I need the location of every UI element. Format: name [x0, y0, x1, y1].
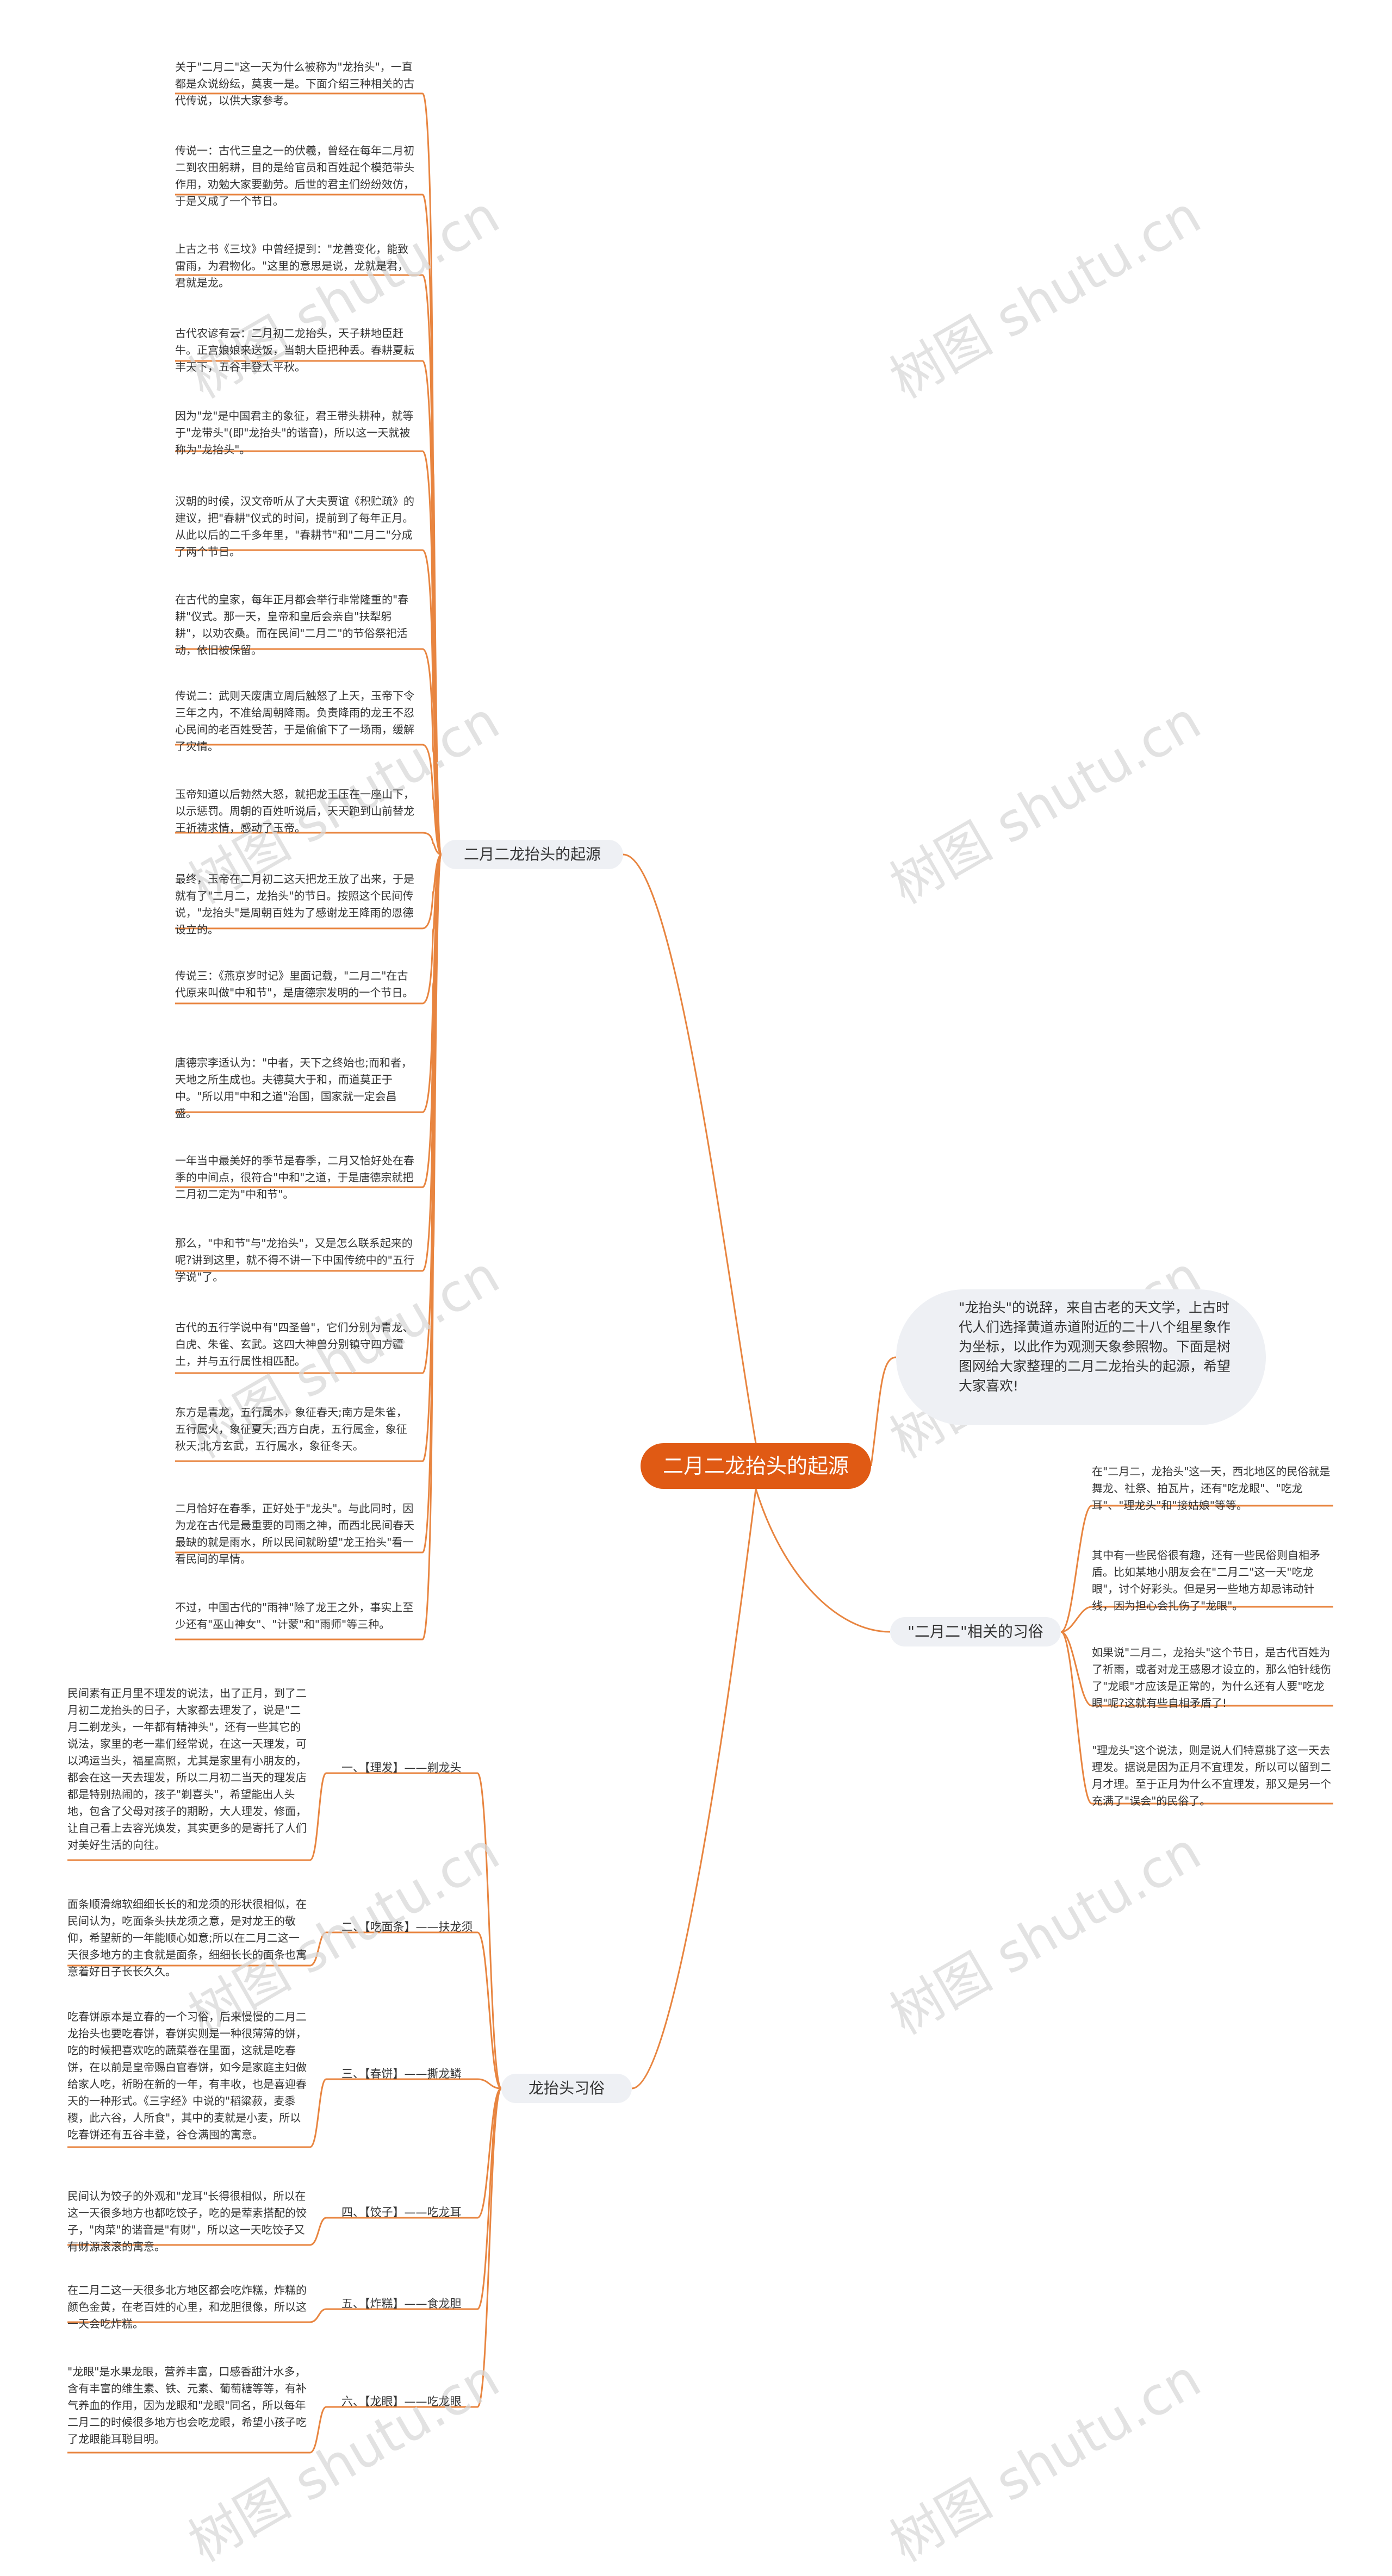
origin-leaf: 东方是青龙，五行属木，象征春天;南方是朱雀，五行属火，象征夏天;西方白虎，五行属… — [175, 1406, 407, 1452]
origin-leaf: 古代农谚有云：二月初二龙抬头，天子耕地臣赶牛。正宫娘娘来送饭，当朝大臣把种丢。春… — [175, 327, 414, 373]
edge-customs-leaf — [1060, 1631, 1092, 1805]
intro-text: "龙抬头"的说辞，来自古老的天文学，上古时代人们选择黄道赤道附近的二十八个组星象… — [959, 1300, 1231, 1394]
edge-origin-leaf — [422, 853, 443, 1005]
edge-folk-item — [476, 2087, 502, 2310]
edge-folk-text — [309, 1931, 327, 1967]
folk-item-label[interactable]: 二、【吃面条】——扶龙须 — [341, 1920, 473, 1933]
edge-root-customs — [755, 1488, 891, 1633]
branch-folk-customs[interactable]: 龙抬头习俗 — [501, 2074, 632, 2103]
intro-node[interactable] — [896, 1289, 1266, 1425]
root-node[interactable]: 二月二龙抬头的起源 — [641, 1443, 871, 1489]
edge-origin-leaf — [421, 853, 443, 1641]
origin-leaf: 传说二：武则天废唐立周后触怒了上天，玉帝下令三年之内，不准给周朝降雨。负责降雨的… — [175, 689, 414, 753]
origin-leaf: 唐德宗李适认为："中者，天下之终始也;而和者，天地之所生成也。夫德莫大于和，而道… — [175, 1056, 412, 1120]
customs-leaf: "理龙头"这个说法，则是说人们特意挑了这一天去理发。据说是因为正月不宜理发，所以… — [1092, 1744, 1331, 1807]
edge-folk-text — [309, 1772, 327, 1861]
origin-leaf: 汉朝的时候，汉文帝听从了大夫贾谊《积贮疏》的建议，把"春耕"仪式的时间，提前到了… — [175, 495, 414, 558]
folk-item-text: 吃春饼原本是立春的一个习俗，后来慢慢的二月二龙抬头也要吃春饼，春饼实则是一种很薄… — [67, 2010, 307, 2141]
origin-leaf: 传说一：古代三皇之一的伏羲，曾经在每年二月初二到农田躬耕，目的是给官员和百姓起个… — [175, 144, 414, 208]
edge-customs-leaf — [1060, 1606, 1092, 1633]
edge-customs-leaf — [1060, 1631, 1092, 1707]
edge-origin-leaf — [422, 648, 443, 856]
edge-folk-item — [477, 1931, 502, 2090]
origin-leaf: 那么，"中和节"与"龙抬头"，又是怎么联系起来的呢?讲到这里，就不得不讲一下中国… — [175, 1237, 414, 1283]
origin-leaf: 上古之书《三坟》中曾经提到："龙善变化，能致雷雨，为君物化。"这里的意思是说，龙… — [175, 242, 409, 289]
edge-origin-leaf — [422, 853, 442, 930]
folk-item-label[interactable]: 五、【炸糕】——食龙胆 — [341, 2297, 462, 2310]
mindmap-canvas — [67, 92, 1333, 2454]
origin-leaf: 不过，中国古代的"雨神"除了龙王之外，事实上至少还有"巫山神女"、"计蒙"和"雨… — [175, 1601, 414, 1631]
connector-lines — [67, 92, 1333, 2454]
edge-folk-item — [477, 2087, 502, 2219]
folk-item-text: 民间素有正月里不理发的说法，出了正月，到了二月初二龙抬头的日子，大家都去理发了，… — [67, 1687, 307, 1851]
origin-leaf: 古代的五行学说中有"四圣兽"，它们分别为青龙、白虎、朱雀、玄武。这四大神兽分别镇… — [175, 1321, 414, 1368]
folk-item-text: 在二月二这一天很多北方地区都会吃炸糕，炸糕的颜色金黄，在老百姓的心里，和龙胆很像… — [67, 2284, 307, 2330]
origin-leaf: 最终，玉帝在二月初二这天把龙王放了出来，于是就有了"二月二，龙抬头"的节日。按照… — [175, 872, 414, 936]
origin-leaf: 玉帝知道以后勃然大怒，就把龙王压在一座山下，以示惩罚。周朝的百姓听说后，天天跑到… — [175, 788, 414, 834]
edge-folk-text — [309, 2217, 327, 2246]
customs-leaf: 其中有一些民俗很有趣，还有一些民俗则自相矛盾。比如某地小朋友会在"二月二"这一天… — [1092, 1549, 1320, 1612]
branch-customs[interactable]: "二月二"相关的习俗 — [890, 1617, 1061, 1646]
origin-leaf: 在古代的皇家，每年正月都会举行非常隆重的"春耕"仪式。那一天，皇帝和皇后会亲自"… — [175, 593, 409, 657]
folk-item-label[interactable]: 一、【理发】——剃龙头 — [341, 1761, 462, 1774]
folk-item-label[interactable]: 三、【春饼】——撕龙鳞 — [341, 2067, 462, 2080]
folk-item-label[interactable]: 六、【龙眼】——吃龙眼 — [341, 2395, 462, 2408]
folk-item-label[interactable]: 四、【饺子】——吃龙耳 — [341, 2206, 462, 2219]
folk-item-text: 面条顺滑绵软细细长长的和龙须的形状很相似，在民间认为，吃面条头扶龙须之意，是对龙… — [67, 1898, 307, 1978]
edge-customs-leaf — [1060, 1505, 1092, 1633]
origin-leaf: 传说三：《燕京岁时记》里面记载，"二月二"在古代原来叫做"中和节"，是唐德宗发明… — [175, 969, 414, 999]
edge-folk-text — [309, 2406, 327, 2454]
edge-folk-item — [476, 1772, 502, 2090]
edge-root-intro — [870, 1356, 897, 1467]
edge-folk-item — [477, 2078, 502, 2090]
edge-root-folk — [631, 1488, 757, 2090]
edge-root-origin — [623, 853, 757, 1444]
edge-folk-text — [309, 2308, 327, 2323]
origin-leaf: 关于"二月二"这一天为什么被称为"龙抬头"，一直都是众说纷纭，莫衷一是。下面介绍… — [175, 60, 414, 107]
origin-leaf: 一年当中最美好的季节是春季，二月又恰好处在春季的中间点，很符合"中和"之道，于是… — [175, 1154, 414, 1201]
origin-leaf: 因为"龙"是中国君主的象征，君王带头耕种，就等于"龙带头"(即"龙抬头"的谐音)… — [175, 409, 414, 456]
edge-folk-item — [476, 2087, 502, 2408]
folk-item-text: "龙眼"是水果龙眼，营养丰富，口感香甜汁水多，含有丰富的维生素、铁、元素、葡萄糖… — [67, 2365, 307, 2446]
customs-leaf: 在"二月二，龙抬头"这一天，西北地区的民俗就是舞龙、社祭、拍瓦片，还有"吃龙眼"… — [1092, 1465, 1331, 1512]
customs-leaf: 如果说"二月二，龙抬头"这个节日，是古代百姓为了祈雨，或者对龙王感恩才设立的，那… — [1092, 1646, 1331, 1710]
folk-item-text: 民间认为饺子的外观和"龙耳"长得很相似，所以在这一天很多地方也都吃饺子，吃的是荤… — [67, 2190, 307, 2253]
origin-leaf: 二月恰好在春季，正好处于"龙头"。与此同时，因为龙在古代是最重要的司雨之神，而西… — [175, 1502, 414, 1565]
branch-origin[interactable]: 二月二龙抬头的起源 — [442, 840, 623, 869]
edge-origin-leaf — [422, 744, 443, 856]
edge-folk-text — [309, 2078, 327, 2148]
edge-origin-leaf — [422, 832, 442, 856]
